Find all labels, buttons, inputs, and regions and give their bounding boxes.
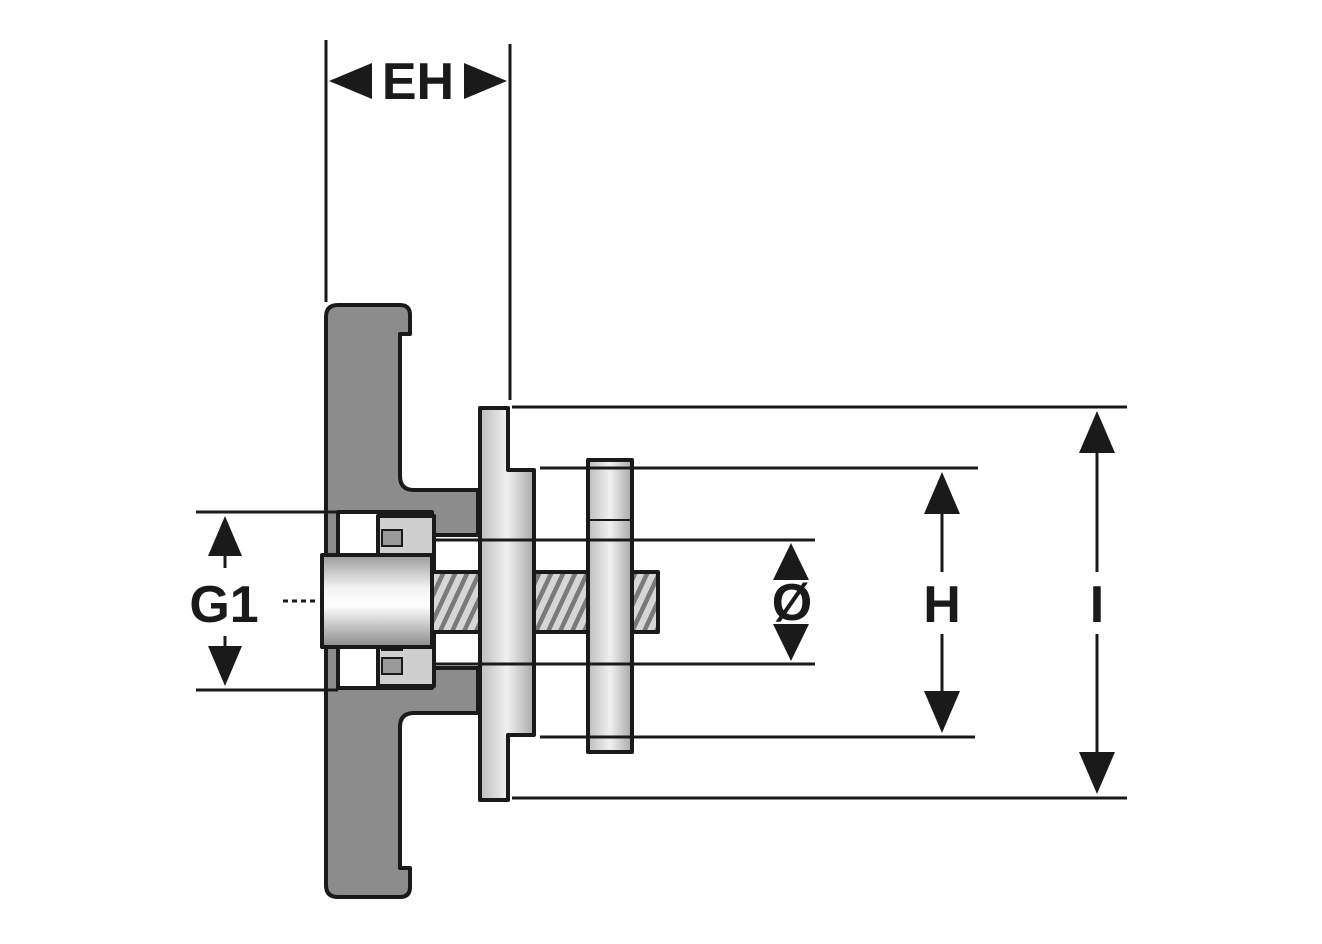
g1-arrow-down <box>208 646 242 686</box>
h-arrow-down <box>924 691 960 733</box>
g1-arrow-up <box>208 516 242 556</box>
i-label: I <box>1090 576 1104 634</box>
diameter-arrow-down <box>773 624 809 661</box>
eh-arrow-right <box>464 63 507 99</box>
eh-arrow-left <box>329 63 372 99</box>
h-arrow-up <box>924 472 960 514</box>
g1-label: G1 <box>189 576 258 634</box>
diameter-label: Ø <box>772 574 812 632</box>
handle-body <box>324 303 480 899</box>
hub-cylinder <box>320 553 434 649</box>
i-arrow-up <box>1079 411 1115 453</box>
flange-plate <box>478 406 536 802</box>
eh-label: EH <box>382 53 454 111</box>
h-label: H <box>923 576 961 634</box>
diameter-arrow-up <box>773 543 809 580</box>
i-arrow-down <box>1079 752 1115 794</box>
washer-disk <box>586 458 634 754</box>
